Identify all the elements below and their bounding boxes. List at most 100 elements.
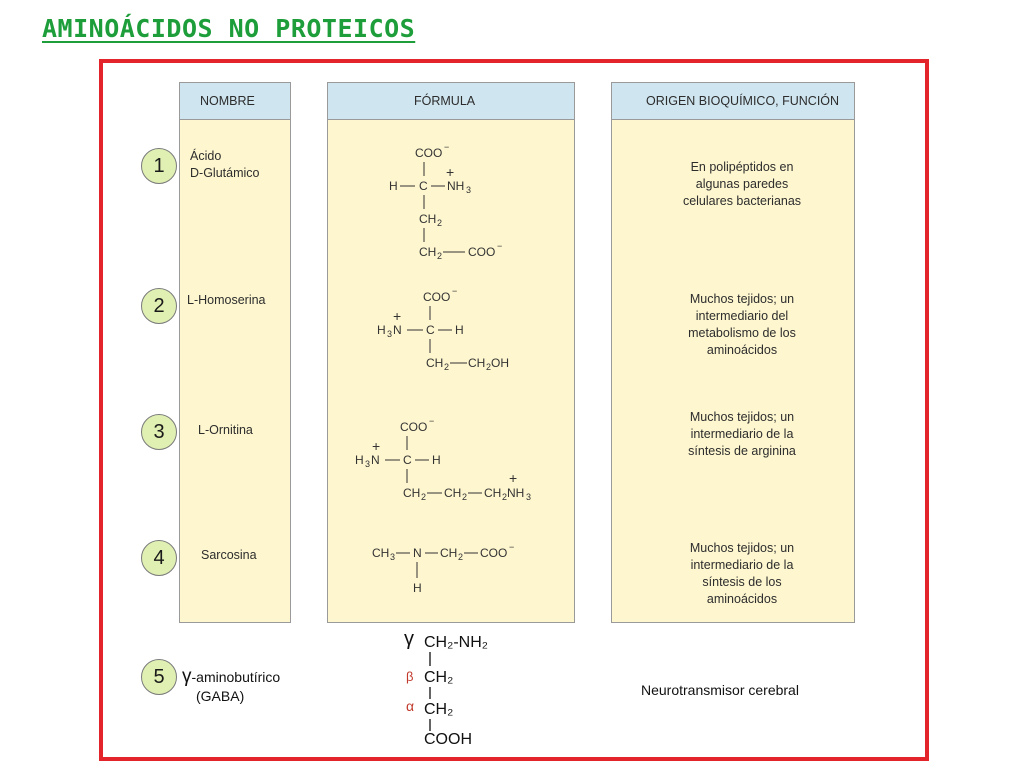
- svg-text:C: C: [403, 453, 412, 467]
- svg-text:CH: CH: [372, 546, 389, 560]
- svg-text:N: N: [393, 323, 402, 337]
- svg-text:H: H: [377, 323, 386, 337]
- svg-text:NH: NH: [447, 179, 464, 193]
- svg-text:OH: OH: [491, 356, 509, 370]
- name-row-5: γ-aminobutírico (GABA): [182, 667, 280, 706]
- function-row-2-line-1: Muchos tejidos; un: [689, 292, 795, 306]
- svg-text:+: +: [393, 308, 401, 324]
- page-title: AMINOÁCIDOS NO PROTEICOS: [42, 14, 416, 43]
- svg-text:−: −: [497, 241, 502, 251]
- svg-text:3: 3: [365, 459, 370, 469]
- svg-text:N: N: [413, 546, 422, 560]
- gaba-gamma-symbol: γ: [404, 628, 414, 650]
- svg-text:C: C: [426, 323, 435, 337]
- row-number-badge-2: 2: [141, 288, 177, 324]
- svg-text:2: 2: [437, 251, 442, 261]
- svg-text:CH: CH: [484, 486, 501, 500]
- svg-text:COO: COO: [468, 245, 495, 259]
- name-row-1-line-1: Ácido: [190, 149, 222, 163]
- gaba-line-2: CH₂: [424, 669, 453, 686]
- gaba-beta-symbol: β: [406, 669, 413, 684]
- svg-text:2: 2: [421, 492, 426, 502]
- svg-text:H: H: [455, 323, 464, 337]
- name-column: NOMBRE: [179, 82, 291, 623]
- gaba-line-4: COOH: [424, 731, 472, 748]
- function-header: ORIGEN BIOQUÍMICO, FUNCIÓN: [612, 83, 854, 120]
- row-number-badge-1: 1: [141, 148, 177, 184]
- svg-text:CH: CH: [419, 245, 436, 259]
- svg-text:H: H: [413, 581, 422, 595]
- svg-text:−: −: [509, 542, 514, 552]
- function-row-4-line-1: Muchos tejidos; un: [689, 541, 795, 555]
- svg-text:CH: CH: [419, 212, 436, 226]
- svg-text:2: 2: [444, 362, 449, 372]
- svg-text:H: H: [389, 179, 398, 193]
- svg-text:+: +: [509, 470, 517, 486]
- svg-text:+: +: [446, 164, 454, 180]
- svg-text:N: N: [371, 453, 380, 467]
- svg-text:3: 3: [390, 552, 395, 562]
- name-row-4: Sarcosina: [201, 548, 257, 562]
- row-number-badge-5: 5: [141, 659, 177, 695]
- function-row-1-line-1: En polipéptidos en: [690, 160, 794, 174]
- svg-text:H: H: [355, 453, 364, 467]
- svg-text:COO: COO: [400, 420, 427, 434]
- function-row-4-line-2: intermediario de la: [690, 558, 794, 572]
- svg-text:CH: CH: [403, 486, 420, 500]
- function-row-2-line-3: metabolismo de los: [688, 326, 796, 340]
- svg-text:2: 2: [437, 218, 442, 228]
- name-row-5-line-2: (GABA): [196, 688, 245, 704]
- function-row-4-line-3: síntesis de los: [702, 575, 782, 589]
- name-header: NOMBRE: [180, 83, 290, 120]
- formula-column: FÓRMULA: [327, 82, 575, 623]
- svg-text:COO: COO: [415, 146, 442, 160]
- function-row-1: En polipéptidos en algunas paredes celul…: [642, 159, 842, 210]
- svg-text:3: 3: [387, 329, 392, 339]
- formula-header-label: FÓRMULA: [414, 94, 476, 108]
- svg-text:2: 2: [502, 492, 507, 502]
- function-row-5: Neurotransmisor cerebral: [641, 682, 799, 698]
- function-column: ORIGEN BIOQUÍMICO, FUNCIÓN: [611, 82, 855, 623]
- svg-text:NH: NH: [507, 486, 524, 500]
- svg-text:−: −: [429, 416, 434, 426]
- svg-text:CH: CH: [440, 546, 457, 560]
- svg-text:2: 2: [458, 552, 463, 562]
- svg-text:COO: COO: [480, 546, 507, 560]
- row-number-badge-4: 4: [141, 540, 177, 576]
- function-row-3-line-2: intermediario de la: [690, 427, 794, 441]
- formula-gaba: γ CH₂-NH₂ β CH₂ α CH₂ COOH: [404, 628, 488, 748]
- svg-text:2: 2: [486, 362, 491, 372]
- function-row-4: Muchos tejidos; un intermediario de la s…: [642, 540, 842, 608]
- row-number-badge-3: 3: [141, 414, 177, 450]
- svg-text:C: C: [419, 179, 428, 193]
- name-row-1-line-2: D-Glutámico: [190, 166, 260, 180]
- svg-text:H: H: [432, 453, 441, 467]
- function-row-3: Muchos tejidos; un intermediario de la s…: [642, 409, 842, 460]
- function-row-1-line-2: algunas paredes: [695, 177, 789, 191]
- function-row-4-line-4: aminoácidos: [706, 592, 778, 606]
- function-row-2-line-2: intermediario del: [695, 309, 789, 323]
- name-row-1: Ácido D-Glutámico: [190, 148, 259, 182]
- svg-text:CH: CH: [426, 356, 443, 370]
- svg-text:−: −: [444, 142, 449, 152]
- gaba-alpha-symbol: α: [406, 698, 414, 714]
- name-header-label: NOMBRE: [200, 94, 255, 108]
- function-row-1-line-3: celulares bacterianas: [682, 194, 802, 208]
- gaba-line-1: CH₂-NH₂: [424, 634, 488, 651]
- name-row-5-line-1: -aminobutírico: [191, 669, 281, 685]
- function-row-3-line-3: síntesis de arginina: [688, 444, 796, 458]
- svg-text:3: 3: [526, 492, 531, 502]
- svg-text:3: 3: [466, 185, 471, 195]
- svg-text:CH: CH: [444, 486, 461, 500]
- name-row-5-symbol: γ: [182, 666, 192, 687]
- function-row-2-line-4: aminoácidos: [706, 343, 778, 357]
- function-row-3-line-1: Muchos tejidos; un: [689, 410, 795, 424]
- function-row-2: Muchos tejidos; un intermediario del met…: [642, 291, 842, 359]
- svg-text:COO: COO: [423, 290, 450, 304]
- formula-header: FÓRMULA: [328, 83, 574, 120]
- svg-text:2: 2: [462, 492, 467, 502]
- svg-text:−: −: [452, 286, 457, 296]
